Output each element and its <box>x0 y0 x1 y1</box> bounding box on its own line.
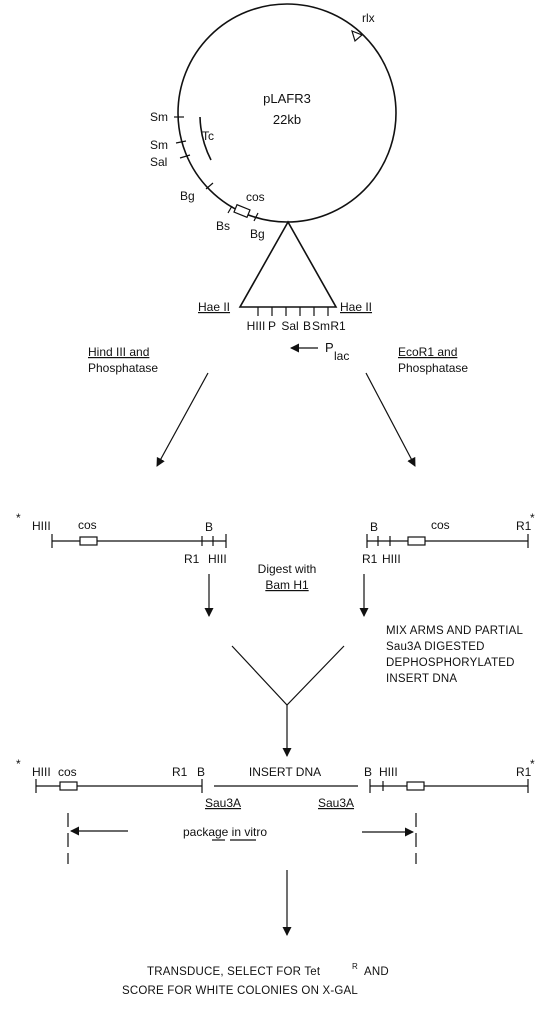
mix-note-line-4: INSERT DNA <box>386 673 457 685</box>
lig-r1-end: R1 <box>516 765 532 779</box>
linker-site-sm: Sm <box>312 319 330 333</box>
linker-site-p: P <box>268 319 276 333</box>
right-phosphatase-label: Phosphatase <box>398 361 468 375</box>
left-arm-hiii: HIII <box>32 519 51 533</box>
digest-enzyme: Bam H1 <box>265 578 309 592</box>
mix-note-line-1: MIX ARMS AND PARTIAL <box>386 625 524 637</box>
plac-subscript: lac <box>334 349 349 363</box>
left-enzyme-label: Hind III and <box>88 345 149 359</box>
mix-note-line-3: DEPHOSPHORYLATED <box>386 657 515 669</box>
lig-r1: R1 <box>172 765 188 779</box>
merge-lines <box>231 645 345 706</box>
left-arm-b: B <box>205 520 213 534</box>
lig-hiii: HIII <box>32 765 51 779</box>
lig-cos-label: cos <box>58 765 77 779</box>
cos-box-plasmid <box>233 203 251 219</box>
rlx-label: rlx <box>362 11 375 25</box>
plasmid-circle <box>177 3 397 223</box>
lig-b: B <box>197 765 205 779</box>
site-sal: Sal <box>150 155 167 169</box>
lig-b-2: B <box>364 765 372 779</box>
lig-star-right: * <box>530 757 535 771</box>
tc-gene-arc <box>199 116 212 161</box>
lig-sau-left: Sau3A <box>205 796 241 810</box>
rlx-marker <box>351 29 364 43</box>
plasmid-name: pLAFR3 <box>263 91 311 106</box>
digest-label: Digest with <box>258 562 317 576</box>
site-bg-1: Bg <box>180 189 195 203</box>
lig-star-left: * <box>16 757 21 771</box>
right-branch-arrow <box>365 372 416 467</box>
right-arm-hiii: HIII <box>382 552 401 566</box>
right-arm-cos-box <box>407 536 426 546</box>
linker-site-r1: R1 <box>330 319 346 333</box>
final-line-1: TRANSDUCE, SELECT FOR Tet <box>147 966 321 978</box>
right-enzyme-label: EcoR1 and <box>398 345 457 359</box>
left-arm-cos-box <box>79 536 98 546</box>
final-sup: R <box>352 962 358 971</box>
tc-label: Tc <box>202 129 214 143</box>
lig-hiii-2: HIII <box>379 765 398 779</box>
linker-site-hiii: HIII <box>247 319 266 333</box>
left-arm-star: * <box>16 511 21 525</box>
hae-left: Hae II <box>198 300 230 314</box>
plac-label: P <box>325 340 334 355</box>
final-line-1-end: AND <box>364 966 389 978</box>
mix-note-line-2: Sau3A DIGESTED <box>386 641 485 653</box>
site-bg-2: Bg <box>250 227 265 241</box>
hae-right: Hae II <box>340 300 372 314</box>
right-arm-star: * <box>530 511 535 525</box>
lig-insert-label: INSERT DNA <box>249 765 321 779</box>
linker-site-sal: Sal <box>281 319 298 333</box>
plasmid-size: 22kb <box>273 112 301 127</box>
final-line-2: SCORE FOR WHITE COLONIES ON X-GAL <box>122 985 358 997</box>
lig-cos-box-right <box>406 781 425 791</box>
right-arm-cos-label: cos <box>431 518 450 532</box>
package-label: package in vitro <box>183 825 267 839</box>
right-arm-r1: R1 <box>362 552 378 566</box>
right-arm-r1-end: R1 <box>516 519 532 533</box>
site-sm-1: Sm <box>150 110 168 124</box>
site-bs: Bs <box>216 219 230 233</box>
left-branch-arrow <box>156 372 209 467</box>
left-arm-hiii-2: HIII <box>208 552 227 566</box>
right-arm-b: B <box>370 520 378 534</box>
lig-cos-box-left <box>59 781 78 791</box>
left-arm-r1: R1 <box>184 552 200 566</box>
polylinker-triangle <box>238 220 338 308</box>
lig-sau-right: Sau3A <box>318 796 354 810</box>
linker-site-b: B <box>303 319 311 333</box>
left-phosphatase-label: Phosphatase <box>88 361 158 375</box>
cos-label-plasmid: cos <box>246 190 265 204</box>
site-sm-2: Sm <box>150 138 168 152</box>
left-arm-cos-label: cos <box>78 518 97 532</box>
